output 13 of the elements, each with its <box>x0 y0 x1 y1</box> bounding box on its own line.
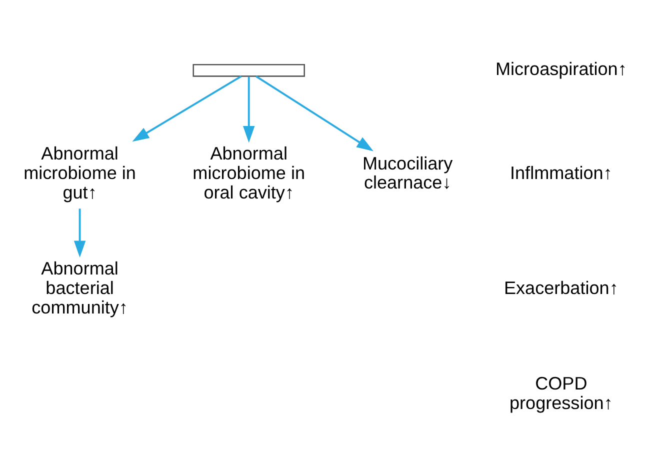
node-text: Abnormal microbiome in oral cavity↑ <box>192 144 306 202</box>
arrow <box>242 76 255 143</box>
node-text: Inflmmation↑ <box>510 163 612 184</box>
node-text: Microaspiration↑ <box>495 59 627 80</box>
arrow <box>132 75 242 142</box>
node-text: Abnormal bacterial community↑ <box>32 258 128 318</box>
node-text: Abnormal microbiome in gut↑ <box>24 144 136 202</box>
node-box <box>192 64 305 77</box>
arrow <box>74 208 86 258</box>
node-text: Exacerbation↑ <box>504 278 618 298</box>
node-text: COPD progression↑ <box>510 373 613 413</box>
node-text: Mucociliary clearnace↓ <box>362 153 453 193</box>
arrow <box>256 75 374 152</box>
